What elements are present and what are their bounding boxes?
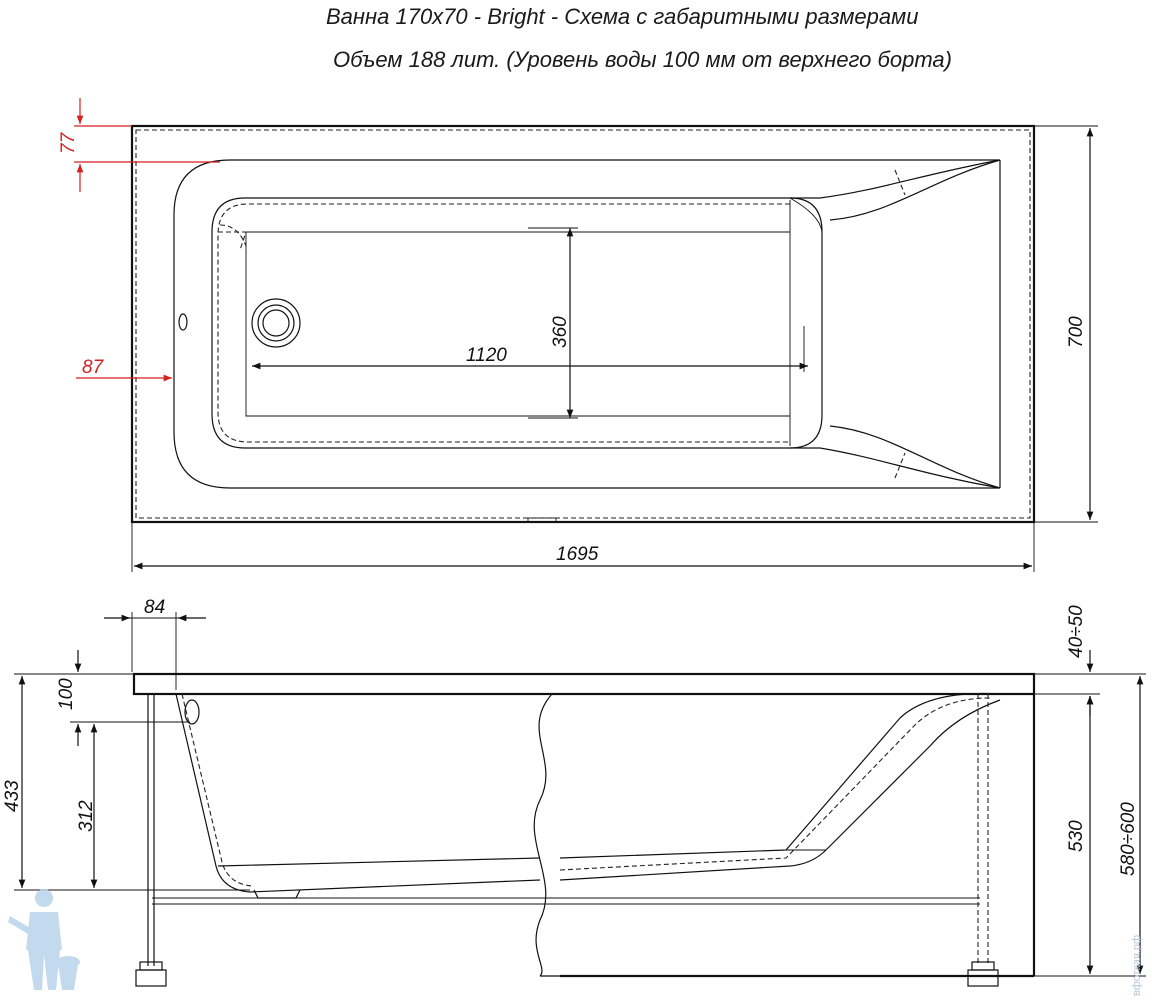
dim-label-rim-edge: 84 (144, 597, 165, 618)
dim-label-total-length: 1695 (556, 544, 599, 565)
top-view: 1120 360 700 1695 77 87 (58, 98, 1098, 572)
dim-label-inner-length: 1120 (466, 345, 507, 366)
top-bottom-plateau (211, 197, 823, 449)
drain-outer (251, 298, 301, 348)
side-view: 84 40÷50 100 433 312 530 580÷600 (2, 597, 1146, 987)
dim-label-total-width: 700 (1066, 316, 1087, 348)
diagram-subtitle: Объем 188 лит. (Уровень воды 100 мм от в… (333, 47, 952, 72)
top-outer-rim (130, 124, 1036, 524)
dim-label-rim-top: 77 (58, 131, 79, 154)
watermark-logo (8, 889, 80, 990)
side-rim (132, 672, 1036, 696)
dim-label-overflow-height: 312 (76, 800, 97, 832)
dim-label-apron-height: 530 (1066, 820, 1087, 852)
side-break-line (533, 693, 553, 977)
side-overflow (184, 699, 200, 725)
dim-label-water-level: 100 (56, 678, 77, 710)
top-bowl-outline (173, 159, 1000, 489)
side-tub-profile (175, 693, 541, 893)
dim-label-inner-width: 360 (550, 316, 571, 348)
dim-label-apron-gap: 40÷50 (1066, 605, 1087, 658)
dim-label-total-height: 580÷600 (1118, 802, 1139, 876)
top-inner-flat (245, 231, 790, 417)
dim-label-depth-total: 433 (2, 780, 23, 812)
diagram-title: Ванна 170x70 - Bright - Схема с габаритн… (326, 4, 919, 29)
top-rim-dashed (135, 129, 1031, 519)
watermark-text: вфоткая.рф (1131, 935, 1143, 996)
overflow-hole (178, 313, 188, 331)
dim-label-overflow: 87 (82, 357, 105, 378)
drain-inner (262, 309, 290, 337)
